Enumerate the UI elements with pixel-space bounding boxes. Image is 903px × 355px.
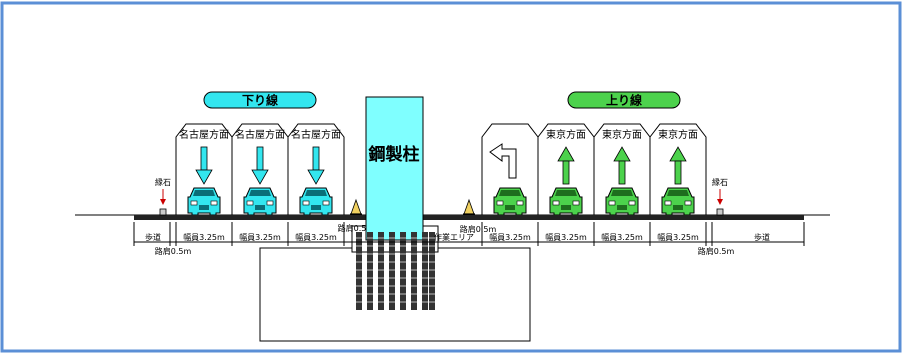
curb-left: 縁石 [155,177,171,216]
pavement [134,215,804,220]
sidewalk-label-right: 歩道 [754,232,770,242]
direction-label-tokyo: 東京方面 [658,128,698,141]
car-up-3 [605,187,639,217]
direction-label-nagoya: 名古屋方面 [179,128,229,141]
down-lane-2: 名古屋方面 [231,123,289,217]
lane-width-label: 幅員3.25m [239,232,281,242]
steel-column-label: 鋼製柱 [368,144,420,165]
car-down-3 [299,187,333,217]
up-lane-2: 東京方面 [537,123,595,217]
sidewalk-label-left: 歩道 [145,232,161,242]
work-area-label: 作業エリア [434,232,474,242]
steel-column: 鋼製柱 [365,96,424,241]
car-up-2 [549,187,583,217]
shoulder-label-center-right: 路肩0.5m [460,224,497,234]
car-up-4 [661,187,695,217]
car-down-1 [187,187,221,217]
down-lane-1: 名古屋方面 [175,123,233,217]
lane-width-label: 幅員3.25m [183,232,225,242]
down-line-title: 下り線 [242,93,278,108]
down-lane-3: 名古屋方面 [287,123,345,217]
lane-width-label: 幅員3.25m [295,232,337,242]
lane-width-label: 幅員3.25m [601,232,643,242]
up-lane-4: 東京方面 [649,123,707,217]
shoulder-label-right: 路肩0.5m [698,246,735,256]
car-up-1 [493,187,527,217]
direction-label-nagoya: 名古屋方面 [291,128,341,141]
car-down-2 [243,187,277,217]
dimension-line [133,222,805,246]
up-lane-3: 東京方面 [593,123,651,217]
down-line-badge: 下り線 [203,91,317,109]
lane-width-label: 幅員3.25m [545,232,587,242]
shoulder-label-left: 路肩0.5m [155,246,192,256]
shoulder-label-center-left: 路肩0.5 [338,223,367,233]
direction-label-nagoya: 名古屋方面 [235,128,285,141]
curb-right: 縁石 [712,177,728,216]
direction-label-tokyo: 東京方面 [602,128,642,141]
curb-label: 縁石 [712,177,728,187]
curb-label: 縁石 [155,177,171,187]
up-line-title: 上り線 [606,93,642,108]
turn-left-arrow-icon [489,143,517,179]
lane-width-label: 幅員3.25m [489,232,531,242]
direction-label-tokyo: 東京方面 [546,128,586,141]
up-lane-1 [481,123,539,217]
up-line-badge: 上り線 [567,91,681,109]
lane-width-label: 幅員3.25m [657,232,699,242]
